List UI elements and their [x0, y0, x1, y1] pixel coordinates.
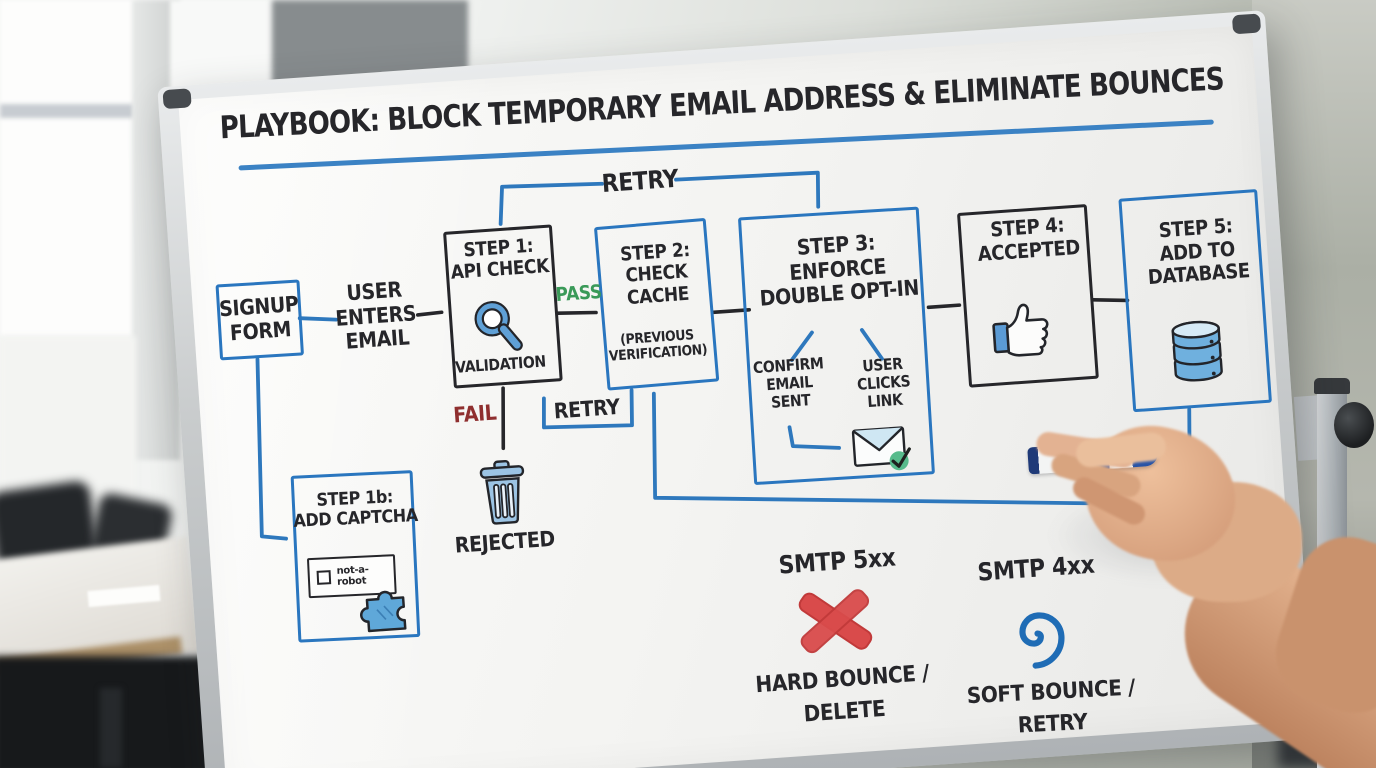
step4-title: STEP 4: ACCEPTED: [977, 213, 1081, 267]
trash-icon: [479, 459, 525, 525]
arrow-step3-to-step4: [926, 303, 962, 310]
step5-title: STEP 5: ADD TO DATABASE: [1147, 214, 1251, 290]
whiteboard: PLAYBOOK: BLOCK TEMPORARY EMAIL ADDRESS …: [157, 10, 1316, 768]
hard-bounce-delete-label: HARD BOUNCE / DELETE: [754, 658, 930, 728]
step1-title: STEP 1: API CHECK: [450, 234, 550, 285]
thumbs-up-icon: [992, 303, 1049, 357]
envelope-check-icon: [851, 426, 911, 471]
user-clicks-link-label: USER CLICKS LINK: [856, 355, 911, 412]
arrow-step3-branch-right: [860, 328, 884, 361]
retry-mid-loop: [542, 388, 634, 430]
soft-bounce-retry-label: SOFT BOUNCE / RETRY: [966, 673, 1136, 739]
hand-shadow: [1050, 488, 1280, 583]
arrow-user-to-step1: [415, 310, 444, 317]
step1b-title: STEP 1b: ADD CAPTCHA: [292, 485, 419, 532]
title-underline: [238, 119, 1214, 171]
arrow-step1-to-step2: [556, 310, 598, 315]
step2-subtitle: (PREVIOUS VERIFICATION): [608, 325, 708, 365]
arrow-signup-to-user: [297, 316, 338, 322]
arrow-step3-branch-left: [789, 330, 814, 362]
stand-pole-cap: [1314, 378, 1350, 394]
user-enters-email-label: USER ENTERS EMAIL: [334, 277, 417, 355]
puzzle-icon: [360, 590, 407, 633]
arrow-step2-to-step3: [711, 308, 752, 315]
spiral-icon: [1019, 612, 1065, 669]
fail-label: FAIL: [452, 400, 498, 429]
flow-connectors: [238, 119, 1214, 541]
step3-title: STEP 3: ENFORCE DOUBLE OPT-IN: [758, 230, 920, 312]
arrow-step4-to-step5: [1091, 297, 1130, 303]
magnifier-icon: [474, 301, 523, 351]
window-pane: [0, 0, 138, 336]
confirm-email-sent-label: CONFIRM EMAIL SENT: [752, 354, 825, 413]
pass-label: PASS: [554, 281, 603, 307]
red-x-icon: [798, 589, 873, 654]
flowchart: PLAYBOOK: BLOCK TEMPORARY EMAIL ADDRESS …: [157, 10, 1315, 768]
signup-form-label: SIGNUP FORM: [218, 291, 300, 346]
arrow-fail-to-trash: [501, 386, 506, 451]
chair-leg: [100, 688, 122, 768]
step2-title: STEP 2: CHECK CACHE: [619, 239, 691, 310]
retry-top-label: RETRY: [600, 165, 680, 199]
arrow-signup-to-step1b: [255, 357, 288, 541]
retry-top-right-elbow: [674, 170, 821, 209]
retry-mid-label: RETRY: [553, 394, 621, 425]
window-frame-bar: [0, 104, 134, 118]
database-icon: [1171, 320, 1223, 382]
stand-adjustment-knob: [1334, 402, 1374, 448]
retry-top-left-elbow: [498, 181, 604, 226]
arrow-sent-to-envelope: [787, 425, 841, 450]
captcha-checkbox: [316, 570, 332, 585]
